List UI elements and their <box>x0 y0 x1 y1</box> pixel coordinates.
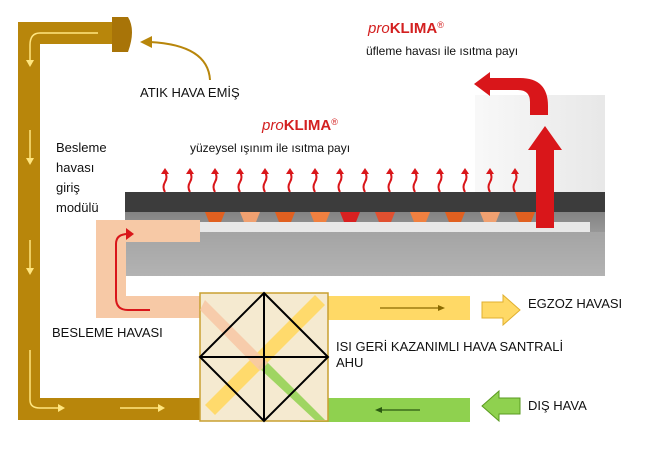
floor-top-layer <box>125 192 605 212</box>
label-ahu-title: ISI GERİ KAZANIMLI HAVA SANTRALİ <box>336 339 564 354</box>
label-supply-module-1: Besleme <box>56 140 107 155</box>
brand-klima-text: KLIMA <box>283 117 332 134</box>
proklima-mid-brand: proKLIMA® <box>262 117 338 134</box>
floor-heating-elements <box>205 212 535 222</box>
proklima-top-brand: proKLIMA® <box>368 20 444 37</box>
ahu-crossflow-core <box>198 291 330 423</box>
label-outdoor-air: DIŞ HAVA <box>528 398 587 413</box>
red-supply-outlet-duct <box>528 126 562 228</box>
radiant-heat-arrowheads <box>161 168 519 174</box>
brand-registered-mark: ® <box>331 117 338 127</box>
ahu-peach-diagonal <box>200 300 268 371</box>
radiant-heat-arrows <box>162 171 518 193</box>
mid-caption: yüzeysel ışınım ile ısıtma payı <box>190 141 351 155</box>
exhaust-air-arrow <box>481 293 521 327</box>
label-ahu-abbrev: AHU <box>336 355 364 370</box>
label-supply-module-2: havası <box>56 160 95 175</box>
top-caption: üfleme havası ile ısıtma payı <box>366 44 519 58</box>
exhaust-intake-arrowhead <box>140 36 152 48</box>
outdoor-air-arrow <box>481 389 521 423</box>
label-supply-module-4: modülü <box>56 200 99 215</box>
outdoor-flow-arrowhead <box>375 407 382 413</box>
supply-duct <box>96 220 210 318</box>
exhaust-hood <box>112 17 132 52</box>
exhaust-intake-arrow <box>149 41 211 81</box>
label-exhaust-air: EGZOZ HAVASI <box>528 296 623 311</box>
floor-base <box>125 232 605 276</box>
label-supply-air: BESLEME HAVASI <box>52 325 163 340</box>
label-supply-module-3: giriş <box>56 180 80 195</box>
ahu-green-diagonal <box>258 360 325 420</box>
exhaust-flow-arrowhead <box>438 305 445 311</box>
brand-registered-mark: ® <box>437 20 444 30</box>
brand-pro-text: pro <box>262 117 284 134</box>
supply-flow-arrowhead <box>126 228 134 240</box>
floor-panel <box>190 222 590 232</box>
duct-flow-arrows <box>29 32 160 409</box>
exhaust-duct <box>18 22 200 420</box>
label-exhaust-intake: ATIK HAVA EMİŞ <box>140 85 240 100</box>
duct-flow-arrowheads <box>26 60 165 412</box>
brand-pro-text: pro <box>368 20 390 37</box>
supply-flow-arrow <box>115 233 150 311</box>
red-top-outlet-arrow <box>474 72 548 115</box>
brand-klima-text: KLIMA <box>389 20 438 37</box>
